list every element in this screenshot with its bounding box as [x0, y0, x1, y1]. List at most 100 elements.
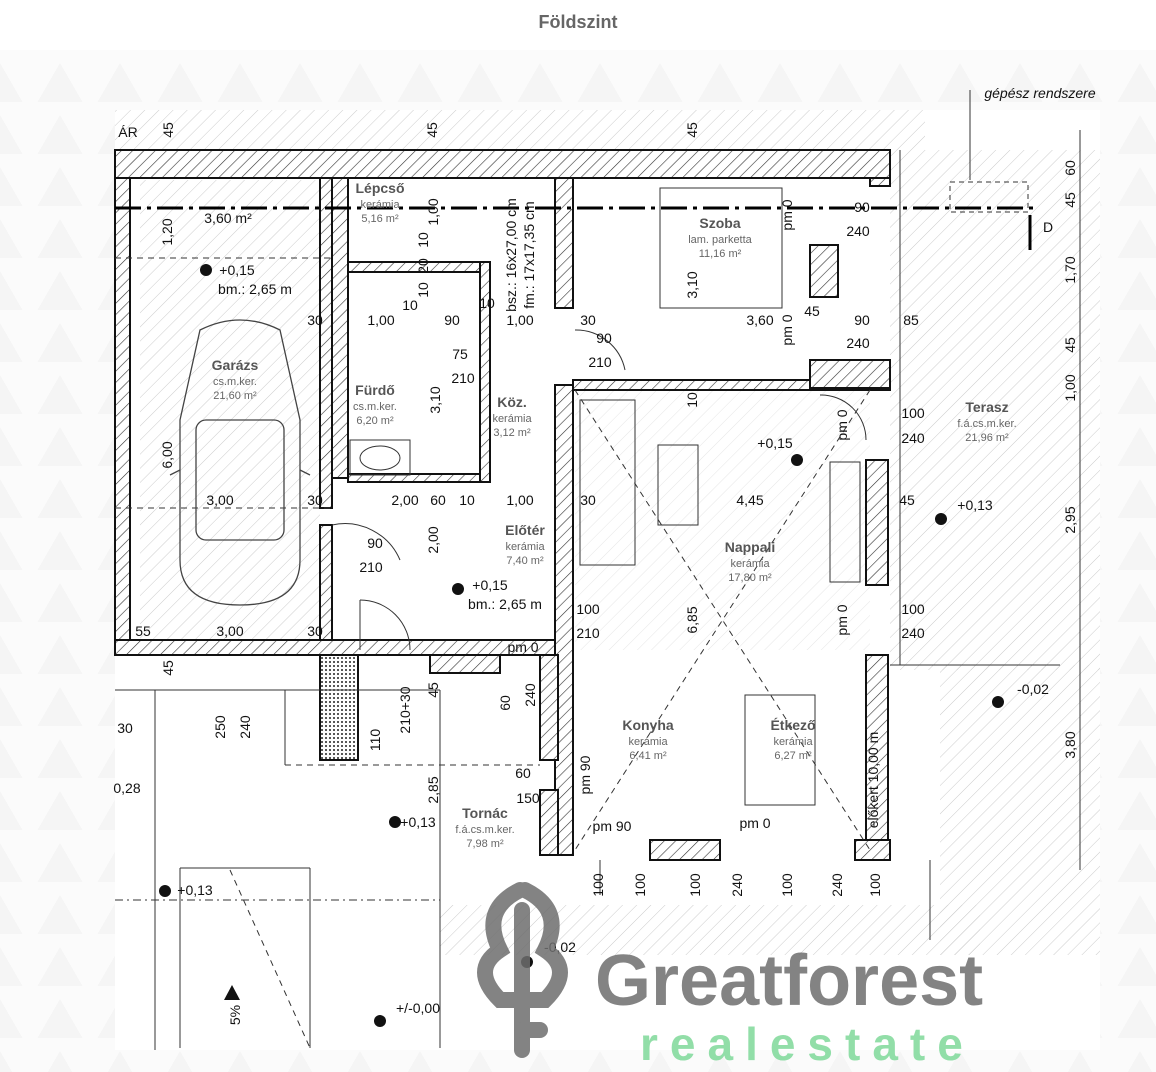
dimension-label: 1,00 [1062, 374, 1078, 401]
dimension-label: 45 [424, 122, 440, 138]
room-name: Nappali [725, 539, 776, 555]
dimension-label: 45 [1062, 192, 1078, 208]
dimension-label: -0,02 [1017, 681, 1049, 697]
dimension-label: pm 0 [834, 604, 850, 635]
tree-key-icon [477, 882, 568, 1058]
room-name: Garázs [212, 357, 259, 373]
dimension-label: 85 [903, 312, 919, 328]
dimension-label: 250 [212, 715, 228, 739]
dimension-label: 90 [367, 535, 383, 551]
dimension-label: pm 0 [779, 314, 795, 345]
dimension-label: fm.: 17x17,35 cm [521, 201, 537, 308]
dimension-label: pm 0 [779, 199, 795, 230]
room-material: lam. parketta [688, 234, 752, 246]
dimension-label: 3,00 [216, 623, 243, 639]
room-material: kerámia [773, 736, 813, 748]
dimension-label: +/-0,00 [396, 1000, 440, 1016]
dimension-label: 2,85 [425, 776, 441, 803]
room-material: kerámia [505, 541, 545, 553]
watermark-logo: Greatforest realestate [477, 882, 983, 1070]
dimension-label: 20 [415, 258, 431, 274]
room-name: Lépcső [355, 180, 404, 196]
room-area: 6,27 m² [774, 750, 812, 762]
dimension-label: 45 [160, 660, 176, 676]
dimension-label: pm 90 [577, 755, 593, 794]
room-name: Előtér [505, 522, 545, 538]
dimension-label: 30 [580, 492, 596, 508]
dimension-label: pm 0 [834, 409, 850, 440]
dimension-label: 90 [596, 330, 612, 346]
room-material: cs.m.ker. [353, 401, 397, 413]
dimension-label: 1,00 [367, 312, 394, 328]
dimension-label: 240 [729, 873, 745, 897]
dimension-label: 0,28 [113, 780, 140, 796]
room-material: f.á.cs.m.ker. [455, 824, 514, 836]
dimension-label: 6,00 [159, 441, 175, 468]
dimension-label: 240 [846, 223, 870, 239]
dimension-label: 30 [307, 623, 323, 639]
watermark-tagline: realestate [640, 1018, 975, 1070]
dimension-label: 100 [576, 601, 600, 617]
watermark-brand: Greatforest [595, 941, 983, 1021]
dimension-label: 100 [779, 873, 795, 897]
dimension-label: 30 [580, 312, 596, 328]
dimension-label: pm 0 [739, 815, 770, 831]
dimension-label: 55 [135, 623, 151, 639]
dimension-label: 240 [901, 430, 925, 446]
dimension-label: 2,00 [391, 492, 418, 508]
dimension-label: 10 [402, 297, 418, 313]
dimension-label: 3,80 [1062, 731, 1078, 758]
room-material: kerámia [628, 736, 668, 748]
dimension-label: +0,15 [219, 262, 255, 278]
room-name: Szoba [699, 215, 740, 231]
dimension-label: 150 [516, 790, 540, 806]
dimension-label: 45 [684, 122, 700, 138]
guide-lines [115, 90, 1081, 1050]
dimension-label: 10 [459, 492, 475, 508]
room-area: 17,80 m² [728, 572, 772, 584]
dimension-label: 10 [684, 392, 700, 408]
dimension-label: 45 [899, 492, 915, 508]
dimension-label: 90 [854, 199, 870, 215]
dimension-label: 240 [829, 873, 845, 897]
room-material: cs.m.ker. [213, 376, 257, 388]
dimension-label: 240 [846, 335, 870, 351]
dimension-label: 45 [1062, 337, 1078, 353]
dimension-label: 240 [237, 715, 253, 739]
room-material: kerámia [492, 413, 532, 425]
dimension-label: 2,00 [425, 526, 441, 553]
dimension-label: 100 [687, 873, 703, 897]
dimension-label: 240 [901, 625, 925, 641]
dimension-label: +0,13 [400, 814, 436, 830]
car-icon [169, 319, 311, 606]
room-name: Fürdő [355, 382, 395, 398]
dimension-label: 30 [307, 492, 323, 508]
dimension-label: 3,60 m² [204, 210, 252, 226]
dimension-label: 10 [479, 295, 495, 311]
room-area: 7,40 m² [506, 555, 544, 567]
dimension-label: 210 [588, 354, 612, 370]
room-area: 11,16 m² [699, 248, 742, 260]
dimension-label: 45 [804, 303, 820, 319]
dimension-label: 1,00 [506, 492, 533, 508]
dimension-label: 90 [854, 312, 870, 328]
room-material: f.á.cs.m.ker. [957, 418, 1016, 430]
room-area: 6,20 m² [356, 415, 394, 427]
dimension-label: 1,00 [506, 312, 533, 328]
room-material: kerámia [360, 199, 400, 211]
dimension-label: 110 [367, 729, 383, 752]
dimension-label: 60 [515, 765, 531, 781]
dimension-label: 30 [117, 720, 133, 736]
room-name: Köz. [497, 394, 527, 410]
dimension-label: 2,95 [1062, 506, 1078, 533]
dimension-label: 210+30 [397, 686, 413, 733]
dimension-label: 30 [307, 312, 323, 328]
dimension-label: +0,13 [957, 497, 993, 513]
dimension-label: 60 [430, 492, 446, 508]
dimension-label: 100 [590, 873, 606, 897]
walls [114, 149, 891, 861]
dimension-label: 60 [1062, 160, 1078, 176]
